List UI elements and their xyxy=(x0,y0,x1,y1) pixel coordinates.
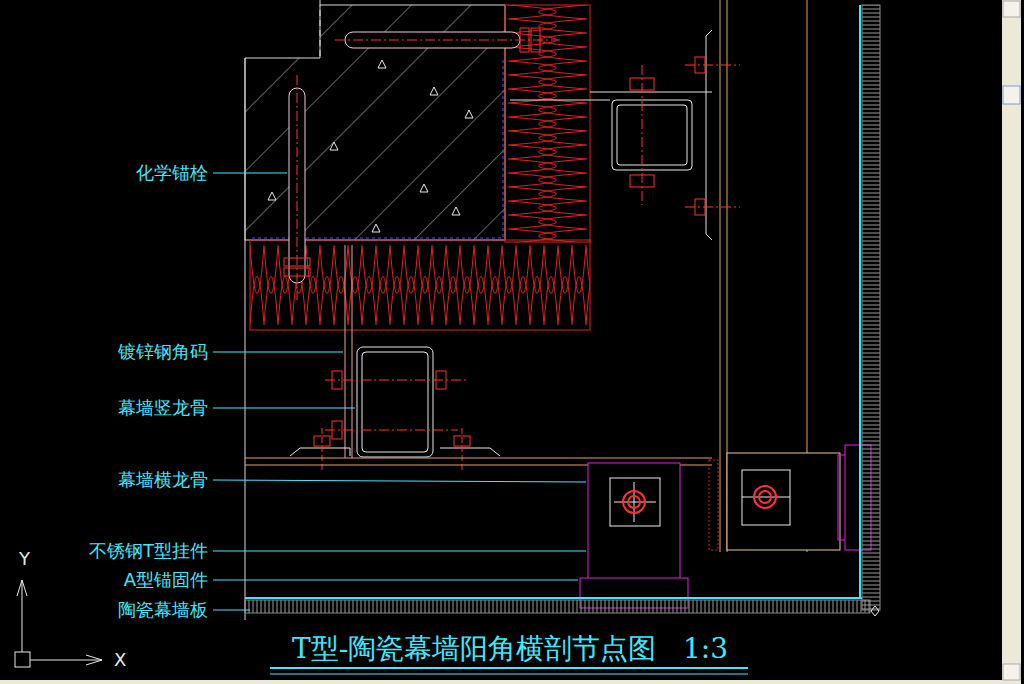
support-line xyxy=(720,0,721,552)
bolt-nut xyxy=(695,199,705,215)
leader-line xyxy=(213,610,250,611)
bolt-nut xyxy=(436,371,446,389)
part-label: 化学锚栓 xyxy=(136,162,208,184)
hanger-plate xyxy=(742,470,790,525)
hanger-bolt xyxy=(623,491,645,513)
bolt-nut xyxy=(695,57,705,73)
transom-line xyxy=(245,458,712,459)
axis-origin xyxy=(15,652,30,667)
bracket-plate xyxy=(510,100,610,101)
bolt-nut xyxy=(630,78,654,90)
bolt-axis xyxy=(685,65,740,66)
bolt-nut xyxy=(332,371,342,389)
window-edge xyxy=(0,680,1002,684)
leader-lines xyxy=(213,173,586,610)
bolt-nut xyxy=(332,421,342,439)
bolt-axis xyxy=(642,65,643,205)
hanger-cross xyxy=(614,502,656,503)
aggregate-mark xyxy=(268,192,276,200)
steel-tube xyxy=(617,105,687,165)
leader-line xyxy=(213,173,287,174)
part-label: 幕墙竖龙骨 xyxy=(118,397,208,419)
ucs-icon xyxy=(15,580,102,667)
scroll-thumb xyxy=(1003,86,1020,104)
aggregate-mark xyxy=(420,184,428,192)
title-underline xyxy=(270,667,748,669)
aggregate-mark xyxy=(330,142,338,150)
bracket-plate xyxy=(706,30,712,240)
anchor-nut xyxy=(284,258,310,266)
bolt-nut xyxy=(630,175,654,187)
axis-arrow xyxy=(30,655,102,665)
aggregate-mark xyxy=(430,87,438,95)
hanger-bolt xyxy=(759,491,771,503)
part-label: 陶瓷幕墙板 xyxy=(118,599,208,621)
aggregate-mark xyxy=(372,224,380,232)
anchor-nut xyxy=(284,268,310,276)
anchor-nut xyxy=(520,28,529,52)
mullion-tube xyxy=(362,352,428,452)
part-label: A型锚固件 xyxy=(124,569,208,591)
membrane-line xyxy=(250,60,503,238)
axis-label: X xyxy=(114,649,126,671)
panel-face xyxy=(859,5,861,598)
leader-line xyxy=(213,352,343,353)
hanger-bolt xyxy=(754,486,776,508)
steel-tube xyxy=(612,100,692,170)
corner-mark xyxy=(871,606,879,616)
aggregate-mark xyxy=(452,207,460,215)
mullion-tube xyxy=(357,347,433,457)
leader-line xyxy=(213,551,586,552)
hanger-cross xyxy=(742,497,790,498)
leader-line xyxy=(213,480,586,482)
bolt-nut xyxy=(314,436,330,446)
angle-bracket xyxy=(352,245,353,458)
t-hanger xyxy=(588,463,680,580)
bracket-plate xyxy=(590,92,712,93)
bolt-axis xyxy=(325,380,468,381)
ceramic-panel xyxy=(862,5,880,610)
panel-face xyxy=(245,597,862,599)
axis-arrow xyxy=(17,580,27,652)
bolt-nut xyxy=(454,436,470,446)
bolt-axis xyxy=(322,428,323,470)
drawing-title: T型-陶瓷幕墙阳角横剖节点图 1:3 xyxy=(292,633,728,665)
scroll-button xyxy=(1003,1,1020,17)
bolt-axis xyxy=(325,430,458,431)
hanger-plate xyxy=(610,478,660,526)
anchor-axis xyxy=(335,40,560,41)
gasket xyxy=(709,460,718,550)
hanger-bolt xyxy=(628,496,640,508)
angle-bracket xyxy=(345,245,346,458)
title-underline xyxy=(270,674,748,675)
scroll-button xyxy=(1003,664,1020,680)
anchor-nut xyxy=(531,28,540,52)
part-label: 镀锌钢角码 xyxy=(118,341,208,363)
leader-line xyxy=(213,580,578,581)
axis-label: Y xyxy=(19,548,30,570)
scrollbar xyxy=(1002,0,1021,684)
part-label: 不锈钢T型挂件 xyxy=(89,540,208,562)
aggregate-mark xyxy=(378,60,386,68)
aggregate-mark xyxy=(465,110,473,118)
corner-hanger xyxy=(727,453,840,550)
ceramic-panel xyxy=(245,600,870,613)
bolt-axis xyxy=(685,207,740,208)
part-label: 幕墙横龙骨 xyxy=(118,469,208,491)
leader-line xyxy=(213,408,355,409)
bolt-axis xyxy=(462,428,463,470)
